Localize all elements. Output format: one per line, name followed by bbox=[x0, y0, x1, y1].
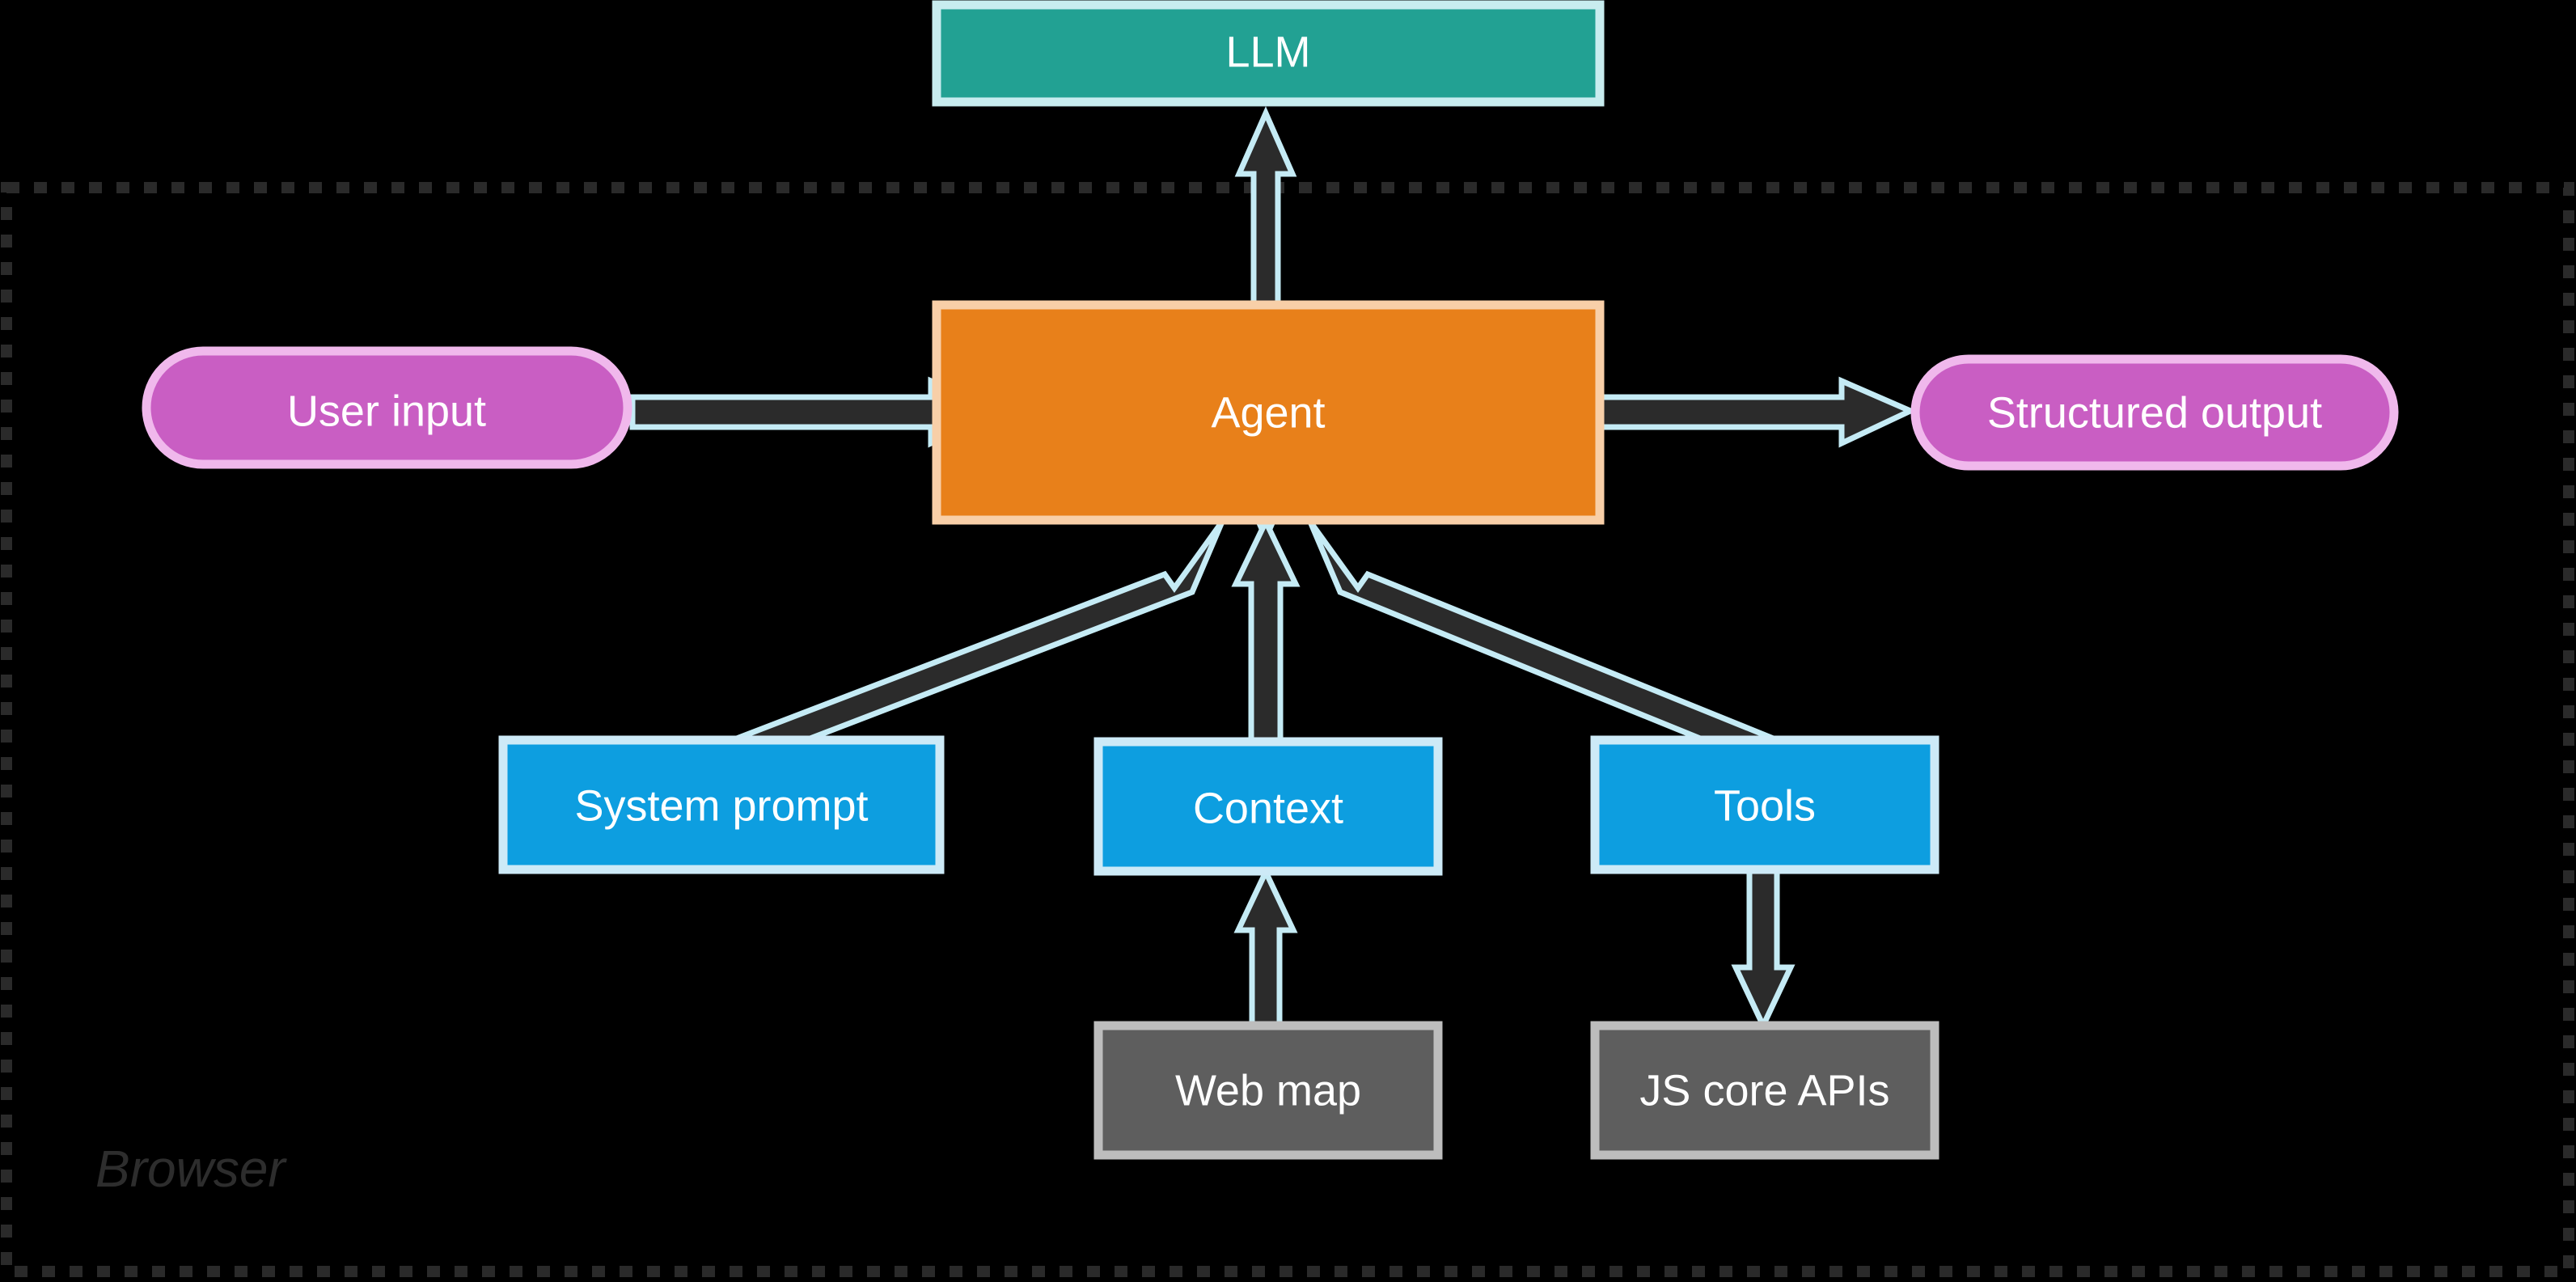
node-agent[interactable]: Agent bbox=[932, 300, 1605, 525]
node-js-core-apis-box[interactable] bbox=[1590, 1021, 1939, 1160]
node-agent-label: Agent bbox=[1211, 388, 1325, 437]
node-tools[interactable]: Tools bbox=[1590, 735, 1939, 874]
node-user-input-box[interactable] bbox=[142, 346, 632, 469]
node-system-prompt-box[interactable] bbox=[498, 735, 945, 874]
node-context[interactable]: Context bbox=[1093, 737, 1443, 876]
edge-user-input-agent bbox=[629, 376, 1007, 448]
node-structured-output-label: Structured output bbox=[1987, 388, 2322, 437]
node-web-map-label: Web map bbox=[1175, 1066, 1361, 1115]
edge-agent-structured-output bbox=[1594, 376, 1918, 448]
node-user-input-label: User input bbox=[287, 387, 486, 435]
node-web-map[interactable]: Web map bbox=[1093, 1021, 1443, 1160]
node-llm-box[interactable] bbox=[932, 0, 1605, 107]
edge-tools-agent bbox=[1307, 519, 1786, 763]
edge-web-map-context bbox=[1233, 865, 1298, 1032]
edge-system-prompt-agent bbox=[706, 519, 1225, 768]
node-structured-output[interactable]: Structured output bbox=[1910, 354, 2399, 471]
node-llm[interactable]: LLM bbox=[932, 0, 1605, 107]
node-user-input[interactable]: User input bbox=[142, 346, 632, 469]
browser-container-label: Browser bbox=[95, 1140, 287, 1198]
node-structured-output-box[interactable] bbox=[1910, 354, 2399, 471]
node-web-map-box[interactable] bbox=[1093, 1021, 1443, 1160]
node-tools-label: Tools bbox=[1714, 781, 1816, 830]
browser-container-boundary bbox=[1, 182, 2574, 1277]
node-agent-box[interactable] bbox=[932, 300, 1605, 525]
node-tools-box[interactable] bbox=[1590, 735, 1939, 874]
node-system-prompt[interactable]: System prompt bbox=[498, 735, 945, 874]
node-llm-label: LLM bbox=[1225, 28, 1310, 76]
edge-context-agent bbox=[1231, 514, 1301, 747]
edge-tools-js-core-apis bbox=[1731, 862, 1796, 1033]
node-system-prompt-label: System prompt bbox=[574, 781, 868, 830]
node-js-core-apis[interactable]: JS core APIs bbox=[1590, 1021, 1939, 1160]
node-context-box[interactable] bbox=[1093, 737, 1443, 876]
node-context-label: Context bbox=[1193, 784, 1343, 832]
node-js-core-apis-label: JS core APIs bbox=[1639, 1066, 1889, 1115]
